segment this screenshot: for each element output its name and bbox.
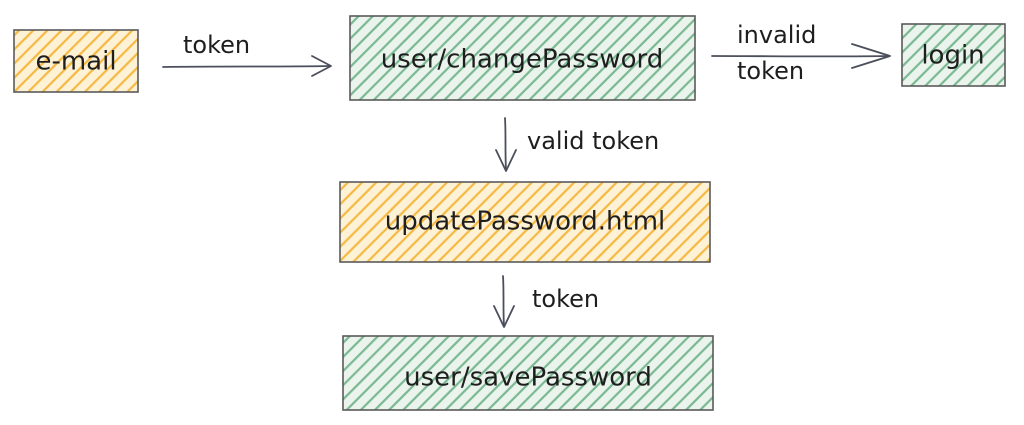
edge-token-label: token: [737, 57, 804, 85]
edge-invalid-label: invalid: [737, 21, 816, 49]
arrow-line: [504, 117, 507, 171]
node-save-password-label: user/savePassword: [404, 363, 652, 393]
node-save-password: user/savePassword: [342, 335, 714, 411]
node-change-password: user/changePassword: [349, 15, 696, 101]
node-update-password: updatePassword.html: [339, 181, 711, 263]
edge-update-to-save-password: token: [493, 275, 599, 328]
edge-change-password-to-update: valid token: [495, 117, 659, 172]
arrow-head: [493, 305, 515, 328]
arrow-head: [495, 149, 517, 172]
node-login-label: login: [921, 41, 984, 71]
node-email: e-mail: [13, 29, 139, 93]
arrow-line: [162, 65, 331, 68]
edge-email-to-change-password: token: [162, 31, 332, 77]
arrow-head: [851, 43, 891, 69]
node-change-password-label: user/changePassword: [381, 45, 664, 75]
node-login: login: [901, 23, 1006, 87]
edge-change-password-to-login: invalid token: [711, 21, 891, 85]
edge-token-label: token: [532, 285, 599, 313]
node-email-label: e-mail: [35, 47, 116, 77]
node-update-password-label: updatePassword.html: [385, 207, 666, 237]
arrow-line: [502, 275, 505, 327]
arrow-head: [311, 55, 332, 77]
edge-email-label: token: [183, 31, 250, 59]
edge-valid-token-label: valid token: [527, 127, 659, 155]
